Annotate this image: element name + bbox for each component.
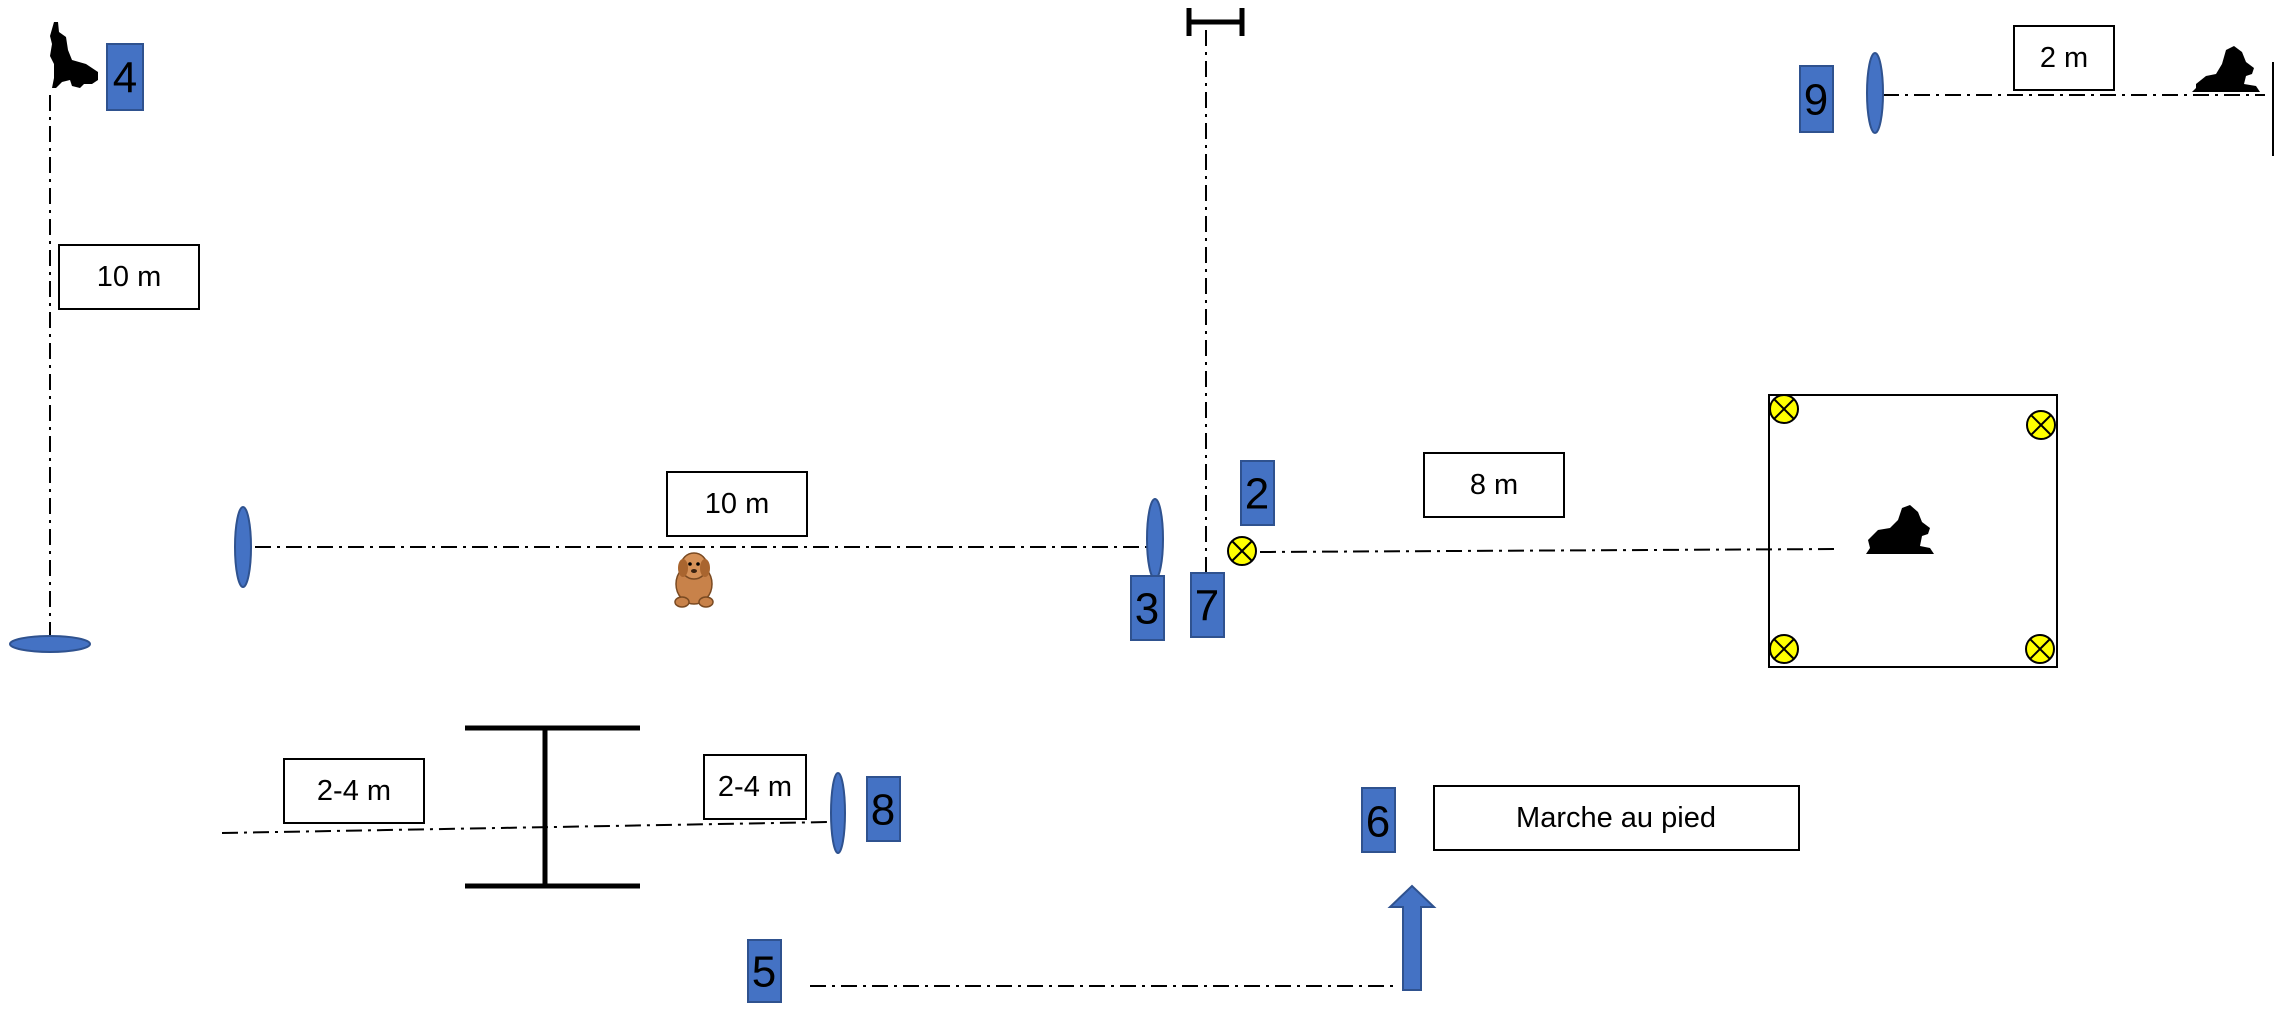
- marker-6: 6: [1361, 787, 1396, 853]
- label-heelwork: Marche au pied: [1516, 802, 1716, 834]
- cross-cones: [1227, 394, 2056, 664]
- cones: [9, 52, 1884, 854]
- label-box-square: 8 m: [1423, 452, 1565, 518]
- guide-lines: [49, 30, 2265, 987]
- cone-jump: [830, 772, 846, 854]
- marker-3-label: 3: [1135, 585, 1159, 634]
- marker-8-label: 8: [871, 786, 895, 835]
- marker-5: 5: [747, 939, 782, 1003]
- cross-circle-icon: [1769, 634, 1799, 664]
- marker-5-label: 5: [752, 948, 776, 997]
- dumbbell-icon: [1186, 8, 1245, 36]
- line-jump: [221, 821, 831, 834]
- label-square-8m: 8 m: [1470, 469, 1518, 501]
- puppy-icon: [674, 552, 714, 608]
- marker-9-label: 9: [1804, 76, 1828, 125]
- distance-labels: 10 m 10 m 8 m 2-4 m 2-4 m 2 m Marche au …: [58, 25, 2115, 851]
- hurdle-icon: [465, 725, 640, 889]
- marker-2: 2: [1240, 460, 1275, 526]
- label-left-2-4m: 2-4 m: [317, 775, 391, 807]
- cone-send-away-end: [9, 635, 91, 653]
- label-recall-10m: 10 m: [705, 488, 769, 520]
- marker-4-label: 4: [113, 54, 137, 103]
- lying-dog-silhouette: [2192, 46, 2260, 92]
- marker-4: 4: [106, 43, 144, 111]
- cross-circle-icon: [1769, 394, 1799, 424]
- label-box-down-stay: 2 m: [2013, 25, 2115, 91]
- marker-9: 9: [1799, 65, 1834, 133]
- arrow-up-icon: [1387, 884, 1437, 991]
- label-box-send-away: 10 m: [58, 244, 200, 310]
- marker-3: 3: [1130, 575, 1165, 641]
- horizontal-line-square: [1259, 548, 1841, 553]
- label-right-2-4m: 2-4 m: [718, 771, 792, 803]
- cone-down-stay: [1866, 52, 1884, 134]
- label-send-away-10m: 10 m: [97, 261, 161, 293]
- cone-recall-start: [234, 506, 252, 588]
- marker-8: 8: [866, 776, 901, 842]
- number-markers: 4 2 3 7 8 6 5 9: [106, 43, 1834, 1003]
- marker-7: 7: [1190, 572, 1225, 638]
- marker-7-label: 7: [1195, 582, 1219, 631]
- marker-2-label: 2: [1245, 470, 1269, 519]
- label-box-heelwork: Marche au pied: [1433, 785, 1800, 851]
- label-box-jump-right: 2-4 m: [703, 754, 807, 820]
- sitting-dog-silhouette: [50, 22, 98, 88]
- positioning-square: [1768, 394, 2058, 668]
- label-box-jump-left: 2-4 m: [283, 758, 425, 824]
- label-box-recall: 10 m: [666, 471, 808, 537]
- lying-dog-silhouette: [1866, 505, 1934, 554]
- marker-6-label: 6: [1366, 798, 1390, 847]
- square-outline: [1768, 394, 2058, 668]
- label-down-stay-2m: 2 m: [2040, 42, 2088, 74]
- cross-circle-icon: [1227, 536, 1257, 566]
- cone-recall-end: [1146, 498, 1164, 580]
- cross-circle-icon: [2026, 410, 2056, 440]
- cross-circle-icon: [2025, 634, 2055, 664]
